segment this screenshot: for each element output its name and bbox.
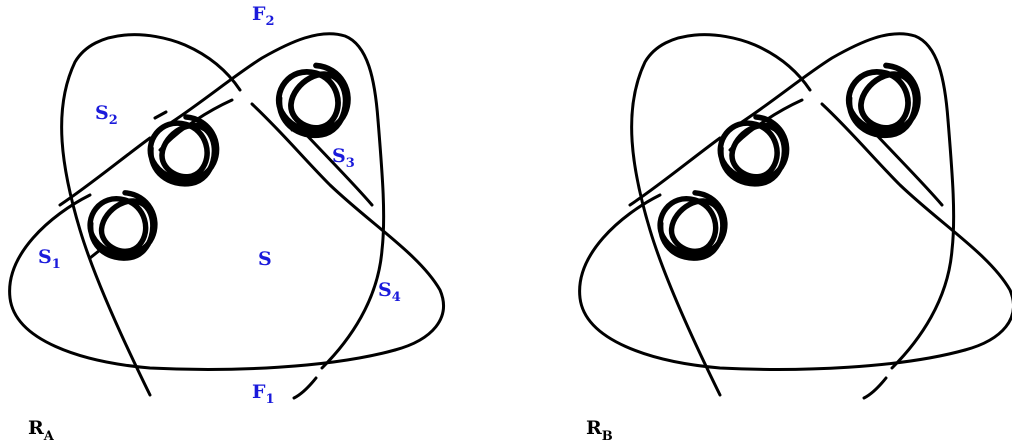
left-label-f2: F2 [252,3,275,29]
right-strand-right-tail [862,376,888,400]
left-strand-right-arc [320,118,386,370]
left-knot-diagram [8,32,445,400]
right-trefoil-2 [720,117,786,184]
right-strand-diagonal-b [740,32,950,124]
left-label-f1: F1 [252,381,275,407]
left-strand-diagonal-a [58,136,152,207]
left-strand-gap-1 [88,248,102,260]
left-label-s: S [258,248,272,270]
left-caption: RA [28,417,55,444]
left-trefoil-s1 [90,193,155,258]
right-strand-arc-a [630,33,812,397]
right-caption: RB [586,417,613,444]
left-strand-bottom [8,193,397,371]
right-strand-bottom [578,193,967,371]
right-strand-arc-a2 [820,102,1012,352]
left-strand-arc-a2 [250,102,445,352]
left-label-s2: S2 [95,102,118,128]
right-strand-diagonal-a [628,136,722,207]
left-label-s1: S1 [38,246,61,272]
left-label-s4: S4 [378,279,401,305]
left-strand-inner-diagonal-b [298,126,374,207]
left-strand-right-tail [292,376,318,400]
left-strand-diagonal-b [170,32,380,124]
right-trefoil-1 [660,193,725,258]
left-trefoil-s3 [279,66,348,136]
left-label-s3: S3 [332,145,355,171]
left-strand-arc-a [60,33,242,397]
right-trefoil-3 [849,66,918,136]
right-strand-inner-diagonal-b [868,126,944,207]
left-trefoil-s2 [150,117,216,184]
right-knot-diagram [578,32,1012,400]
right-strand-right-arc [890,118,956,370]
left-strand-gap-2 [153,110,168,120]
